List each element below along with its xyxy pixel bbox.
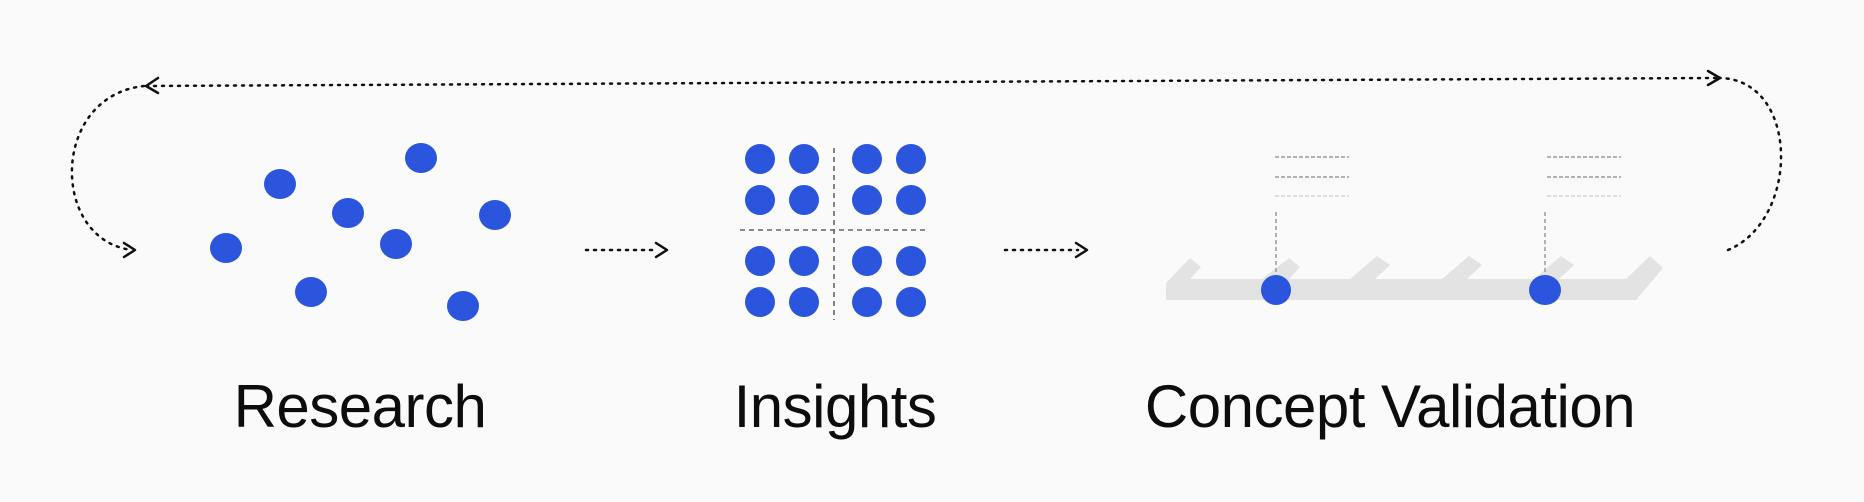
research-dot [405,143,437,173]
research-dot [447,291,479,321]
insights-dot [896,144,926,174]
stage-label-concept-validation: Concept Validation [1144,373,1636,440]
connector-insights-concept [1003,241,1089,259]
insights-dot [789,287,819,317]
insights-dot [896,246,926,276]
loop-top-right-arrowhead-icon [1706,69,1722,87]
research-dot [264,169,296,199]
loop-left-arrowhead-icon [122,241,137,259]
research-dot [479,200,511,230]
insights-dot [852,185,882,215]
insights-dot [789,144,819,174]
insights-dot [852,144,882,174]
insights-dot [852,246,882,276]
research-dot [332,198,364,228]
concept-validation-icon [1166,156,1663,305]
insights-dot [852,287,882,317]
loop-right-arc [1718,76,1783,252]
insights-dot [896,287,926,317]
connector-arrowhead-icon [1074,241,1089,259]
insights-dot [745,246,775,276]
insights-icon [740,144,928,320]
loop-top-line [146,76,1718,88]
research-dot [295,277,327,307]
insights-dot [789,246,819,276]
feedback-loop-connector [70,76,1783,252]
timeline-bar [1166,256,1663,300]
insights-dot [896,185,926,215]
insights-dot [745,287,775,317]
loop-left-arc [70,84,146,252]
insights-dot [789,185,819,215]
loop-top-arrowhead-icon [144,76,160,95]
connector-arrowhead-icon [654,241,669,259]
insights-dot [745,144,775,174]
research-dot [210,233,242,263]
loop-arrowheads [122,69,1722,259]
connector-research-insights [584,241,669,259]
research-icon [210,143,511,321]
checkpoint-dot [1529,275,1561,305]
stage-label-research: Research [233,373,487,440]
quadrant-dividers [740,148,928,320]
insights-dot [745,185,775,215]
research-dot [380,229,412,259]
stage-label-insights: Insights [733,373,937,440]
checkpoint-dot [1261,275,1291,305]
